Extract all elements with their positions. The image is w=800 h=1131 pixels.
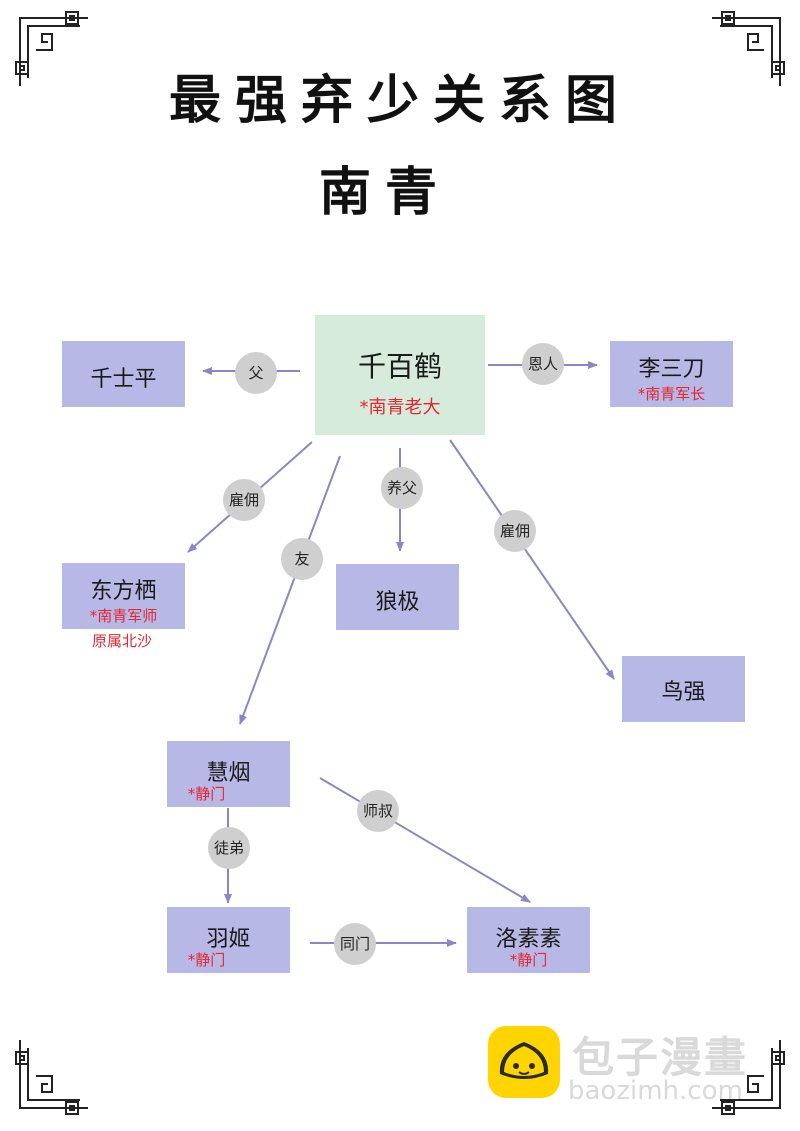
bun-logo-icon xyxy=(488,1026,560,1098)
edge-qianbaihe-niaoqiang xyxy=(449,439,615,680)
node-name: 狼极 xyxy=(375,590,420,615)
edge-label-benefactor: 恩人 xyxy=(522,343,564,385)
corner-ornament-top-left xyxy=(15,11,88,86)
node-note: *静门 xyxy=(509,951,548,969)
node-niaoqiang: 鸟强 xyxy=(622,656,745,722)
edge-label-adoptive-father: 养父 xyxy=(381,467,423,509)
node-luosusu: 洛素素 *静门 xyxy=(467,907,590,973)
node-dongfangqi: 东方栖 *南青军师 xyxy=(62,563,185,629)
node-name: 东方栖 xyxy=(90,579,157,604)
node-huiyan: 慧烟 *静门 xyxy=(167,741,290,807)
node-note: *南青军长 xyxy=(637,385,706,403)
node-yuji: 羽姬 *静门 xyxy=(167,907,290,973)
edge-label-martial-uncle: 师叔 xyxy=(357,790,399,832)
node-note: *静门 xyxy=(187,951,226,969)
edge-label-employ-niaoqiang: 雇佣 xyxy=(494,510,536,552)
node-note: *静门 xyxy=(187,785,226,803)
node-note: *南青军师 xyxy=(89,607,158,625)
edge-label-same-sect: 同门 xyxy=(334,923,376,965)
node-name: 李三刀 xyxy=(638,357,705,382)
node-name: 千百鹤 xyxy=(357,350,442,383)
watermark-url: baozimh.com xyxy=(568,1076,743,1106)
node-qianbaihe: 千百鹤 *南青老大 xyxy=(315,315,485,435)
node-qianshiping: 千士平 xyxy=(62,341,185,407)
corner-ornament-bottom-right xyxy=(712,1040,785,1115)
node-langji: 狼极 xyxy=(336,564,459,630)
edge-label-disciple: 徒弟 xyxy=(208,827,250,869)
node-name: 洛素素 xyxy=(495,927,562,952)
edge-label-father: 父 xyxy=(235,352,277,394)
edge-label-friend: 友 xyxy=(281,538,323,580)
node-name: 羽姬 xyxy=(206,927,251,952)
corner-ornament-top-right xyxy=(712,11,785,86)
corner-ornament-bottom-left xyxy=(15,1040,88,1115)
node-name: 千士平 xyxy=(90,367,157,392)
node-name: 慧烟 xyxy=(206,761,251,786)
diagram-subtitle: 南青 xyxy=(318,162,451,223)
watermark: 包子漫畫 baozimh.com xyxy=(488,1024,788,1108)
node-note: *南青老大 xyxy=(359,397,441,418)
watermark-name: 包子漫畫 xyxy=(572,1033,749,1082)
node-extra-note: 原属北沙 xyxy=(92,632,153,650)
node-name: 鸟强 xyxy=(661,680,706,705)
diagram-title: 最强弃少关系图 xyxy=(168,70,631,131)
node-lisandao: 李三刀 *南青军长 xyxy=(610,341,733,407)
edge-qianbaihe-huiyan xyxy=(239,455,341,725)
edge-huiyan-luosusu xyxy=(319,777,531,903)
edge-label-employ-dongfangqi: 雇佣 xyxy=(223,479,265,521)
